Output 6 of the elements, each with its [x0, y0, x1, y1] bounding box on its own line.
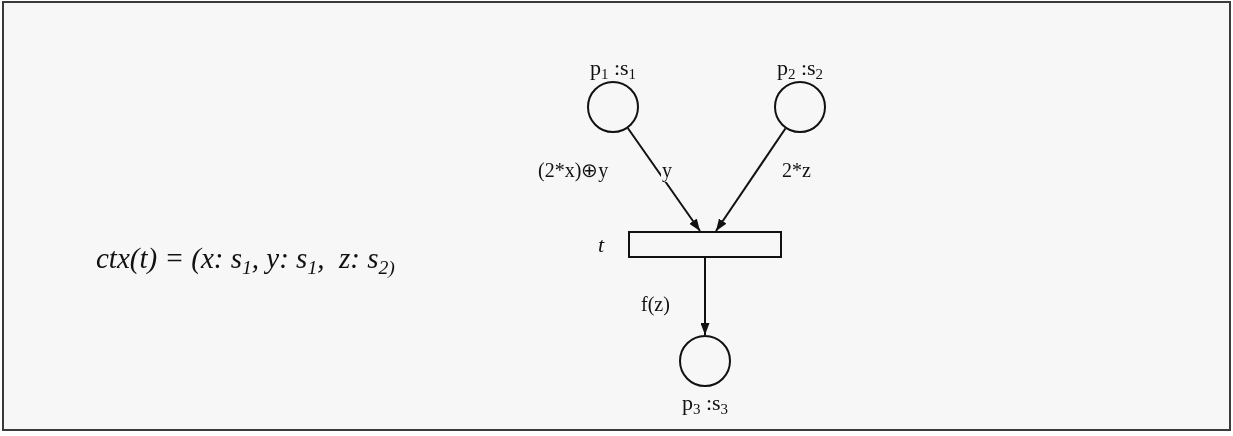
arc-arrow: [700, 257, 710, 336]
arc-arrow: [715, 127, 787, 232]
place-label: p$_{1}$ :s$_{1}$: [589, 56, 637, 80]
place-label: p$_{2}$ :s$_{2}$: [776, 56, 824, 80]
place-label: p$_{3}$ :s$_{3}$: [681, 391, 729, 415]
transition-label: t: [597, 232, 604, 257]
